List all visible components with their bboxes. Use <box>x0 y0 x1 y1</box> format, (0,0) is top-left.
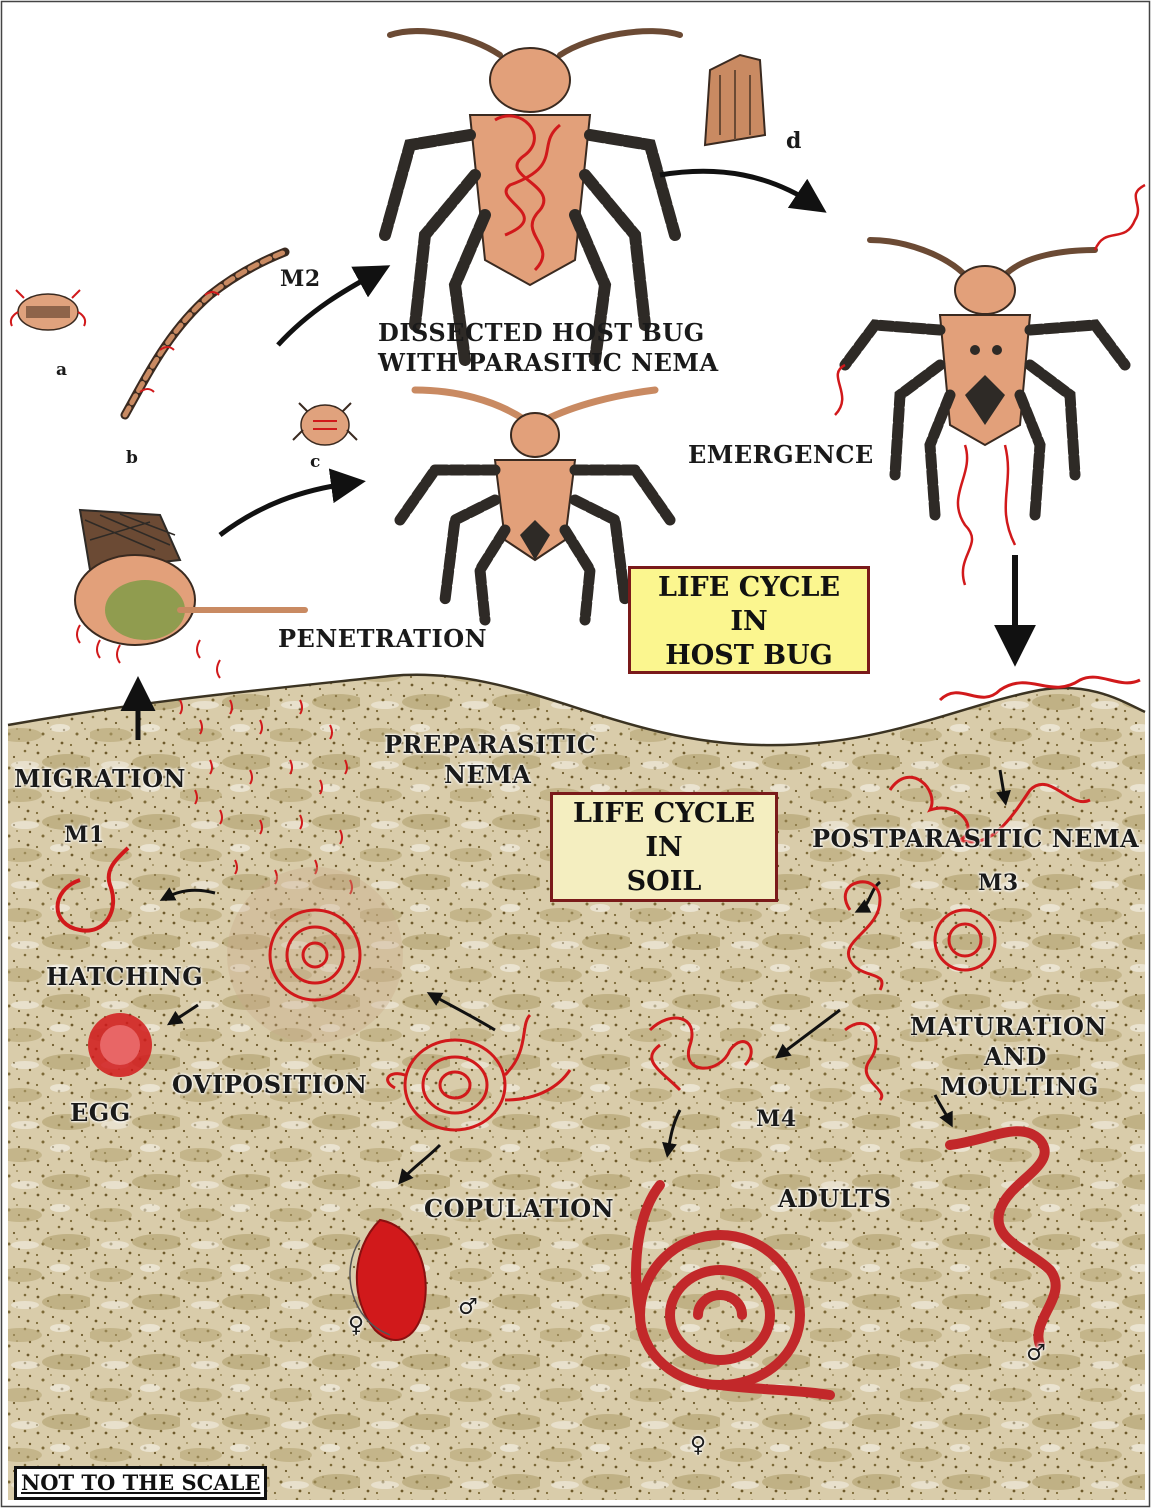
arrow-dissected-to-emergence <box>660 171 815 205</box>
soil-life-cycle-box: LIFE CYCLE IN SOIL <box>550 792 778 902</box>
m2-nematode-icon <box>125 252 285 415</box>
not-to-scale-note: NOT TO THE SCALE <box>14 1466 267 1500</box>
host-bug-life-cycle-box: LIFE CYCLE IN HOST BUG <box>628 566 870 674</box>
host-box-line2: IN <box>631 605 867 639</box>
label-copulation: COPULATION <box>424 1194 614 1223</box>
label-a: a <box>56 360 68 380</box>
label-dissected-line1: DISSECTED HOST BUG <box>378 318 705 347</box>
nymph-a-icon <box>11 290 85 330</box>
label-migration: MIGRATION <box>14 764 186 793</box>
arrow-penetration <box>220 483 352 535</box>
label-dissected-line2: WITH PARASITIC NEMA <box>378 348 719 377</box>
female-symbol-adult: ♀ <box>690 1432 707 1458</box>
label-maturation-line2: AND <box>984 1042 1047 1071</box>
label-egg: EGG <box>70 1098 131 1127</box>
nymph-c-icon <box>293 403 357 445</box>
female-symbol-copulation: ♀ <box>348 1312 365 1338</box>
label-m2: M2 <box>280 266 321 292</box>
label-d: d <box>786 128 802 154</box>
soil-box-line1: LIFE CYCLE <box>553 797 775 831</box>
label-emergence: EMERGENCE <box>688 440 874 469</box>
label-adults: ADULTS <box>778 1184 891 1213</box>
penetration-bug-icon <box>75 510 305 678</box>
label-postparasitic: POSTPARASITIC NEMA <box>812 824 1139 853</box>
dissected-host-bug-icon <box>385 31 680 360</box>
label-oviposition: OVIPOSITION <box>172 1070 367 1099</box>
label-penetration: PENETRATION <box>278 624 487 653</box>
label-m1: M1 <box>64 822 105 848</box>
host-box-line1: LIFE CYCLE <box>631 571 867 605</box>
soil-box-line2: IN <box>553 831 775 865</box>
label-m3: M3 <box>978 870 1019 896</box>
male-symbol-adult: ♂ <box>1026 1340 1046 1366</box>
label-m4: M4 <box>756 1106 797 1132</box>
soil-box-line3: SOIL <box>553 865 775 899</box>
label-maturation-line3: MOULTING <box>940 1072 1099 1101</box>
egg-icon <box>88 1013 152 1077</box>
host-box-line3: HOST BUG <box>631 639 867 673</box>
male-symbol-copulation: ♂ <box>458 1294 478 1320</box>
label-b: b <box>126 448 138 468</box>
label-hatching: HATCHING <box>46 962 203 991</box>
label-preparasitic-line1: PREPARASITIC <box>384 730 597 759</box>
label-c: c <box>310 452 321 472</box>
label-maturation-line1: MATURATION <box>910 1012 1107 1041</box>
emergence-bug-icon <box>835 185 1145 585</box>
label-preparasitic-line2: NEMA <box>444 760 531 789</box>
bug-part-d-icon <box>705 55 765 145</box>
egg-mass-icon <box>227 867 403 1043</box>
